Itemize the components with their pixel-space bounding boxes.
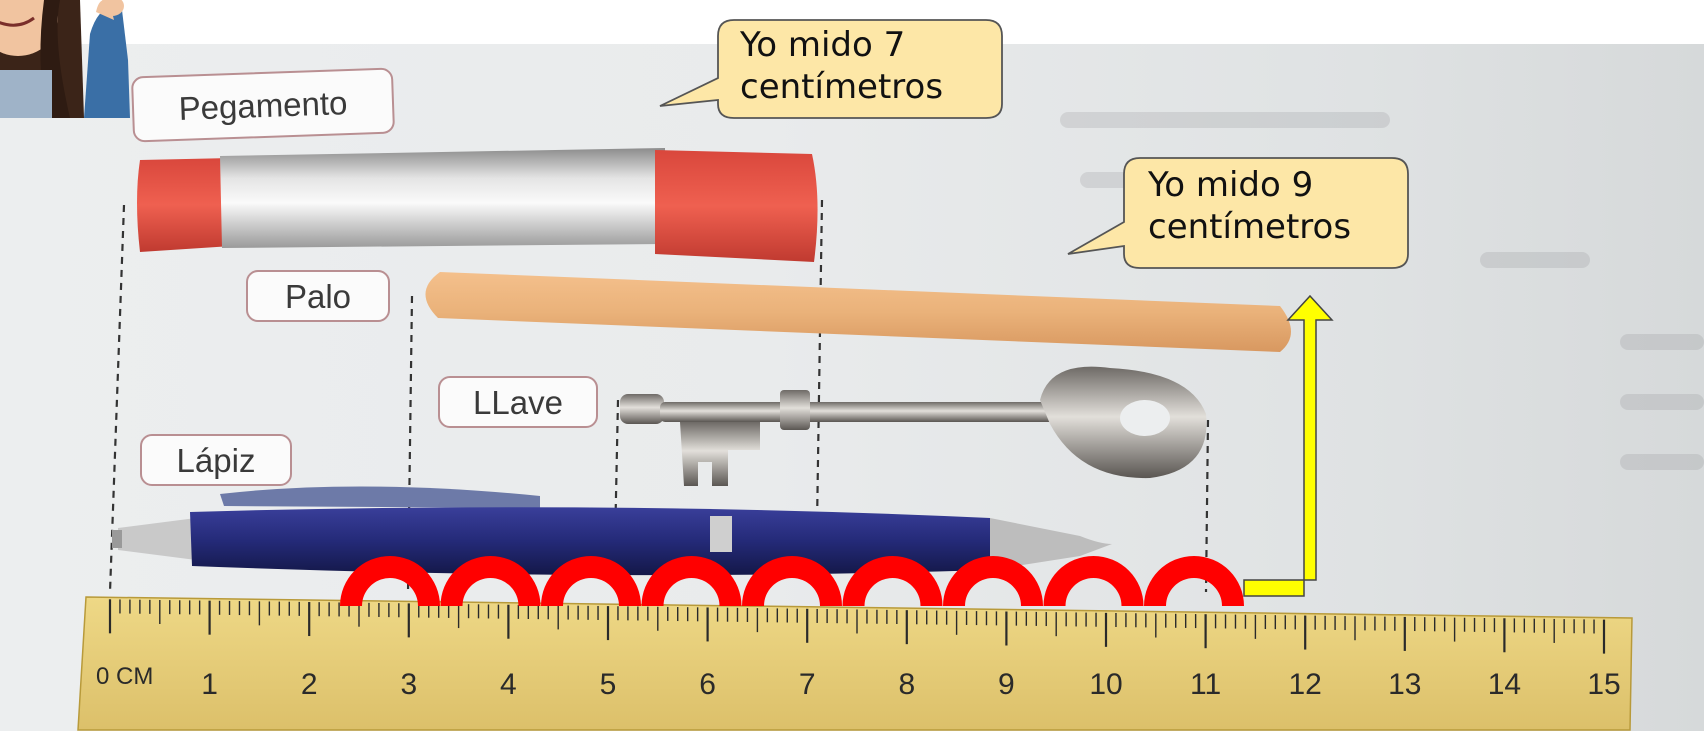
ruler-number: 14 <box>1488 668 1521 701</box>
ruler-number: 12 <box>1289 668 1322 701</box>
ruler-number: 3 <box>400 668 417 701</box>
measurement-arch <box>1144 556 1244 606</box>
ruler-number: 5 <box>600 668 617 701</box>
ruler-number: 1 <box>201 668 218 701</box>
ruler-unit-label: 0 CM <box>96 663 153 690</box>
label-key: LLave <box>438 376 598 428</box>
ruler-number: 6 <box>699 668 716 701</box>
ruler-number: 11 <box>1190 668 1221 701</box>
speech-bubble-glue <box>659 19 1003 119</box>
ruler-number: 2 <box>301 668 318 701</box>
ruler-number: 9 <box>998 668 1015 701</box>
measurement-arch <box>943 556 1043 606</box>
label-stick: Palo <box>246 270 390 322</box>
speech-bubble-stick <box>1067 157 1409 269</box>
ruler-ticks <box>108 599 1606 654</box>
label-glue: Pegamento <box>130 67 396 143</box>
measurement-arch <box>541 556 641 606</box>
measurement-arches <box>340 556 1244 606</box>
ruler-number: 4 <box>500 668 517 701</box>
yellow-arrow <box>1243 294 1334 597</box>
wooden-stick-image <box>425 272 1292 352</box>
measurement-arch <box>440 556 541 606</box>
glue-stick-image <box>137 148 818 262</box>
girl-avatar <box>0 0 130 119</box>
ruler-number: 8 <box>898 668 915 701</box>
measurement-arch <box>641 556 742 606</box>
ruler-number: 13 <box>1388 668 1421 701</box>
measurement-arch <box>742 556 842 606</box>
measurement-arch <box>340 556 440 606</box>
label-pencil: Lápiz <box>140 434 292 486</box>
bubble-stick-text: Yo mido 9 centímetros <box>1148 165 1352 247</box>
ruler-number: 10 <box>1089 668 1122 701</box>
bubble-glue-text: Yo mido 7 centímetros <box>740 25 944 107</box>
measurement-arch <box>1043 556 1144 606</box>
key-image <box>620 366 1207 486</box>
measurement-arch <box>842 556 943 606</box>
ruler-number: 7 <box>799 668 816 701</box>
ruler-number: 15 <box>1587 668 1620 701</box>
